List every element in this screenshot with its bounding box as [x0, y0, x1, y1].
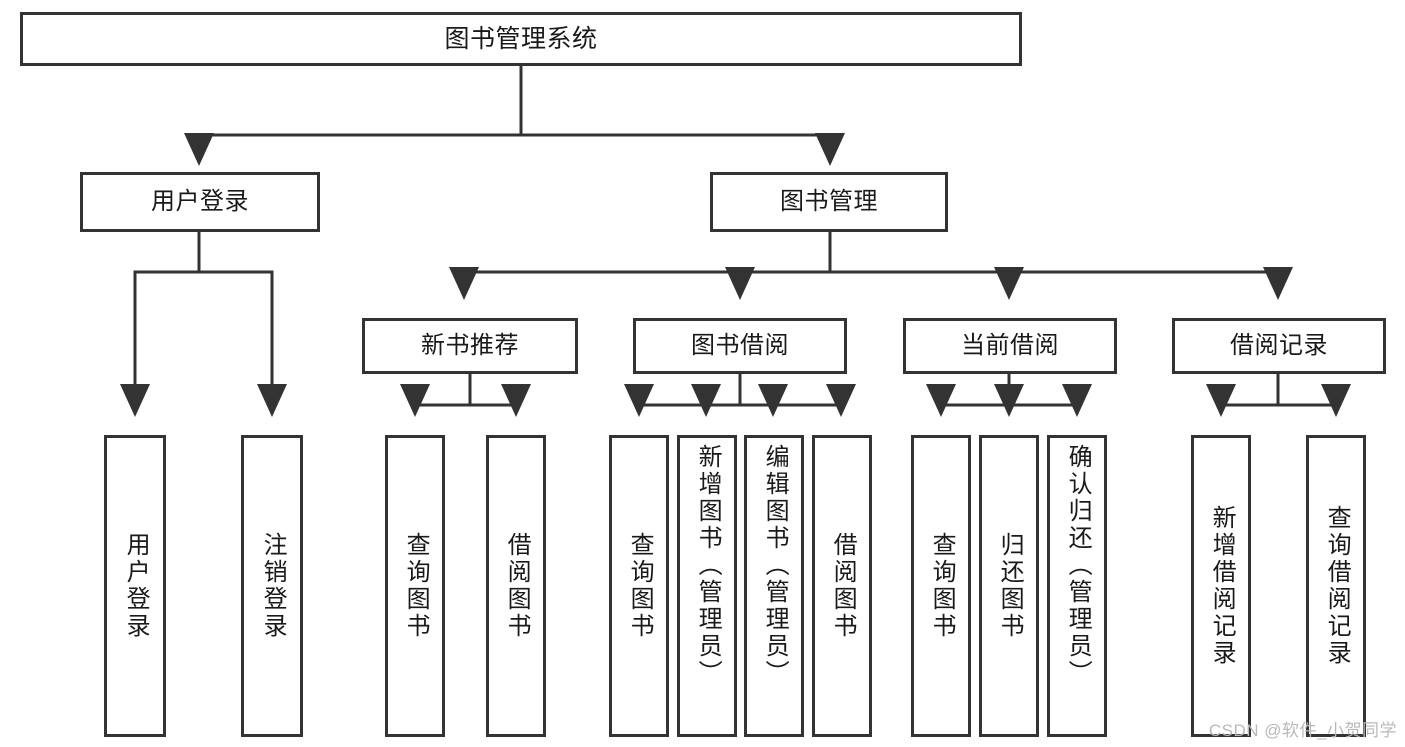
node-borrow-record[interactable]: 借阅记录	[1172, 318, 1386, 374]
node-leaf-confirm-return-label: 确认归还（管理员）	[1064, 444, 1092, 687]
edge-group-new-book-recommend	[400, 372, 531, 417]
edge-group-borrow-record	[1206, 372, 1351, 417]
edge-group-root	[184, 64, 845, 166]
node-leaf-query-book-1-label: 查询图书	[402, 532, 430, 640]
node-leaf-query-book-3[interactable]: 查询图书	[911, 435, 971, 737]
node-leaf-add-book[interactable]: 新增图书（管理员）	[677, 435, 737, 737]
node-current-borrow-label: 当前借阅	[961, 332, 1059, 359]
node-leaf-edit-book[interactable]: 编辑图书（管理员）	[744, 435, 804, 737]
node-leaf-user-login[interactable]: 用户登录	[104, 435, 166, 737]
node-leaf-add-record-label: 新增借阅记录	[1208, 505, 1236, 667]
node-current-borrow[interactable]: 当前借阅	[903, 318, 1117, 374]
node-leaf-logout-login-label: 注销登录	[259, 532, 287, 640]
node-book-borrow[interactable]: 图书借阅	[633, 318, 847, 374]
node-leaf-add-book-label: 新增图书（管理员）	[694, 444, 722, 687]
node-leaf-borrow-book-1[interactable]: 借阅图书	[486, 435, 546, 737]
watermark-text: CSDN @软件_小贺同学	[1208, 721, 1397, 740]
edge-group-user-login	[120, 230, 287, 417]
edge-group-book-borrow	[624, 372, 856, 417]
node-leaf-confirm-return[interactable]: 确认归还（管理员）	[1047, 435, 1107, 737]
node-leaf-edit-book-label: 编辑图书（管理员）	[761, 444, 789, 687]
node-leaf-return-book-label: 归还图书	[996, 532, 1024, 640]
node-book-manage[interactable]: 图书管理	[710, 172, 948, 232]
node-leaf-borrow-book-2[interactable]: 借阅图书	[812, 435, 872, 737]
node-leaf-query-book-3-label: 查询图书	[928, 532, 956, 640]
node-leaf-return-book[interactable]: 归还图书	[979, 435, 1039, 737]
node-user-login[interactable]: 用户登录	[80, 172, 320, 232]
node-leaf-query-record[interactable]: 查询借阅记录	[1306, 435, 1366, 737]
node-book-borrow-label: 图书借阅	[691, 332, 789, 359]
node-leaf-query-book-2-label: 查询图书	[626, 532, 654, 640]
node-root[interactable]: 图书管理系统	[20, 12, 1022, 66]
node-borrow-record-label: 借阅记录	[1230, 332, 1328, 359]
node-leaf-add-record[interactable]: 新增借阅记录	[1191, 435, 1251, 737]
node-leaf-query-record-label: 查询借阅记录	[1323, 505, 1351, 667]
edge-group-book-manage	[449, 230, 1293, 300]
node-leaf-borrow-book-1-label: 借阅图书	[503, 532, 531, 640]
node-root-label: 图书管理系统	[444, 24, 598, 53]
node-new-book-recommend-label: 新书推荐	[421, 332, 519, 359]
node-book-manage-label: 图书管理	[780, 188, 878, 215]
node-new-book-recommend[interactable]: 新书推荐	[362, 318, 578, 374]
node-leaf-borrow-book-2-label: 借阅图书	[829, 532, 857, 640]
node-leaf-query-book-2[interactable]: 查询图书	[609, 435, 669, 737]
node-user-login-label: 用户登录	[151, 188, 249, 215]
node-leaf-query-book-1[interactable]: 查询图书	[385, 435, 445, 737]
node-leaf-user-login-label: 用户登录	[122, 532, 150, 640]
edge-group-current-borrow	[926, 372, 1092, 417]
node-leaf-logout-login[interactable]: 注销登录	[241, 435, 303, 737]
